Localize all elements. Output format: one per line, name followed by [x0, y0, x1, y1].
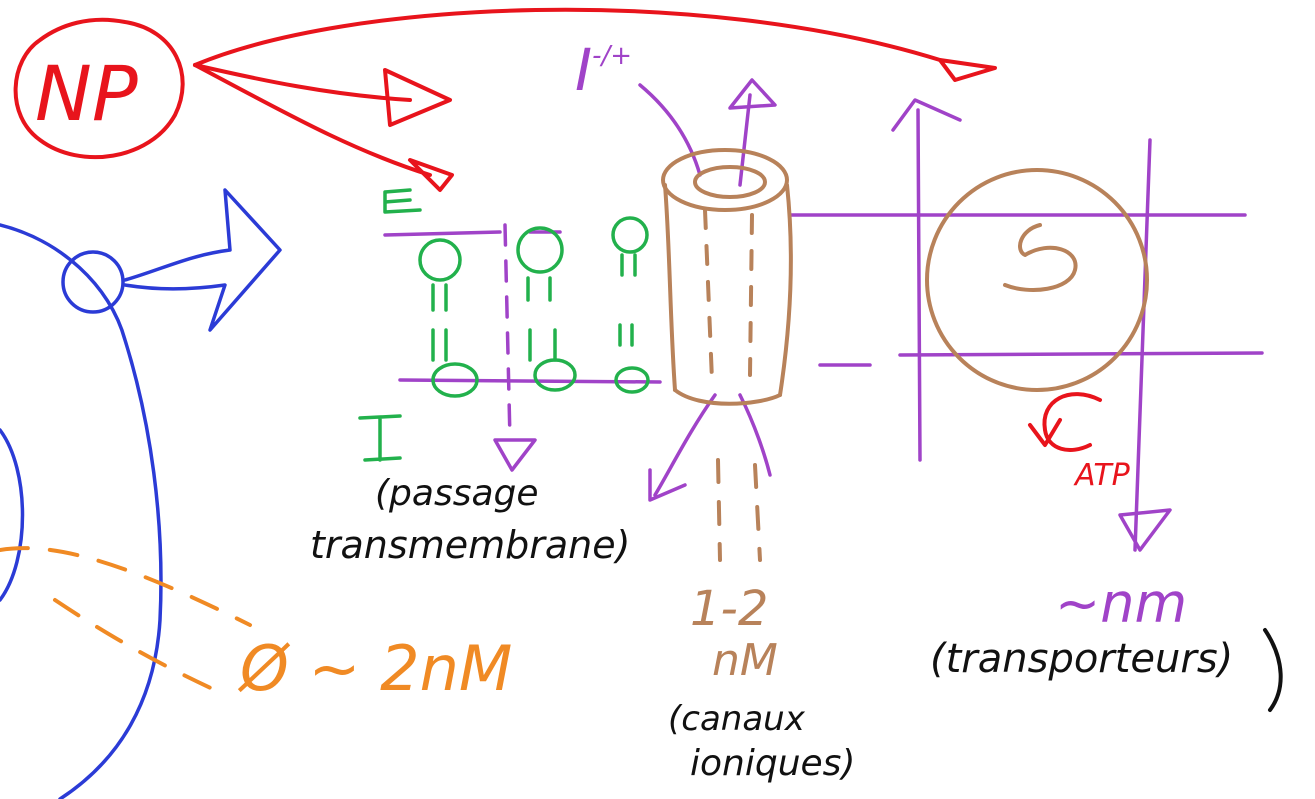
lipid-head-top-1 [418, 238, 462, 282]
cell-np-blob [61, 250, 125, 314]
diameter-group [0, 546, 252, 692]
ion-arrow-in [638, 83, 702, 177]
cell-inner-membrane [0, 428, 25, 602]
np-group [13, 7, 997, 192]
transporter-rotation-symbol [1003, 223, 1078, 292]
atp-group [1028, 392, 1102, 452]
transporter-up-line [916, 108, 922, 462]
lipid-group [358, 188, 650, 462]
lipid-head-bottom-1 [431, 362, 479, 398]
ion-label: I-/+ [575, 36, 632, 104]
lipid-head-bottom-3 [614, 366, 650, 394]
channel-width-dashes [716, 458, 762, 562]
membrane-top-left-dash [383, 230, 502, 237]
diameter-line-top [0, 546, 252, 627]
arrow-to-channel [193, 63, 412, 102]
cell-group [0, 188, 282, 799]
channel-unit-label: nM [712, 635, 778, 686]
lipid-head-bottom-2 [533, 358, 577, 392]
transporter-group [925, 168, 1149, 392]
e-label-shape [383, 188, 422, 214]
lipid-head-top-2 [516, 226, 564, 274]
diameter-line-bottom [53, 598, 217, 692]
channel-right-wall [778, 183, 793, 397]
channel-group [661, 148, 793, 562]
channel-left-wall [663, 183, 677, 392]
ion-arrow-out-head [728, 78, 777, 110]
cell-outer-membrane [0, 223, 163, 799]
ion-arrow-out [738, 93, 752, 187]
arrow-to-lipid [193, 63, 432, 177]
atp-curl [1028, 392, 1102, 452]
transporter-down-line [1133, 138, 1152, 552]
arrow-to-transporter [193, 7, 942, 67]
channel-top-rim [661, 148, 789, 212]
channel-bottom-rim [673, 388, 782, 406]
transporter-desc-label: (transporteurs) [930, 636, 1233, 682]
channel-top-inner [693, 165, 767, 199]
passage-label-line2: transmembrane) [310, 523, 630, 567]
atp-label: ATP [1073, 458, 1131, 493]
channel-down-arrow-left [653, 393, 717, 497]
transporter-closing-paren [1263, 628, 1283, 712]
passage-label-line1: (passage [375, 473, 539, 514]
channel-desc-line1: (canaux [668, 699, 806, 739]
i-label-shape [358, 414, 402, 462]
channel-inner-dash [703, 208, 754, 382]
channel-size-label: 1-2 [690, 581, 768, 637]
membrane-bottom-right [898, 351, 1264, 357]
np-circle [13, 17, 185, 160]
transporter-size-label: ~nm [1055, 572, 1187, 635]
arrowhead-channel [383, 68, 452, 127]
channel-desc-line2: ioniques) [690, 743, 855, 784]
arrowhead-transporter [938, 58, 997, 82]
transporter-circle [925, 168, 1149, 392]
cell-blue-arrow [123, 188, 282, 332]
membrane-bottom-left [398, 378, 662, 384]
np-diameter-label: Ø ~ 2nM [237, 632, 512, 705]
passage-dashed-line [503, 223, 512, 442]
transporter-up-head [891, 98, 962, 132]
transporter-down-head [1118, 508, 1172, 552]
lipid-tails [431, 253, 637, 362]
np-label: NP [35, 49, 138, 138]
channel-down-arrow-left-head [648, 468, 687, 502]
lipid-head-top-3 [611, 216, 649, 254]
arrowhead-lipid [408, 158, 454, 192]
passage-arrowhead [493, 438, 537, 472]
